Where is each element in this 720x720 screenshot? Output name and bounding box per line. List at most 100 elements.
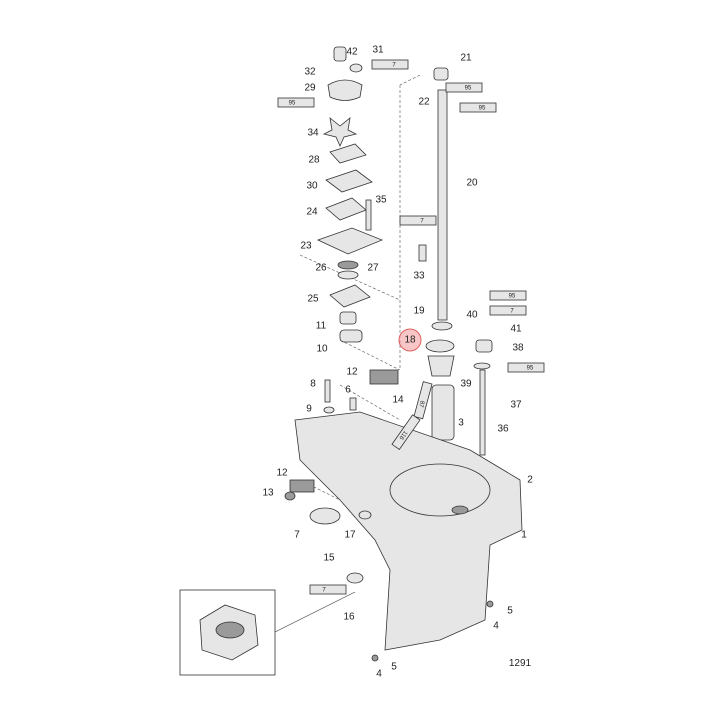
sealant-tube: 7 — [399, 215, 437, 226]
callout-4[interactable]: 4 — [493, 621, 499, 632]
fastener-5-lower — [371, 654, 379, 662]
housing-top-deck — [389, 463, 491, 517]
sealant-tube: 116 — [391, 414, 421, 451]
race-18 — [425, 339, 455, 353]
sealant-tube: 7 — [489, 305, 527, 316]
tube-label: 87 — [417, 400, 425, 409]
callout-32[interactable]: 32 — [304, 67, 316, 78]
callout-27[interactable]: 27 — [367, 263, 379, 274]
callout-40[interactable]: 40 — [466, 310, 478, 321]
seal-27 — [337, 270, 359, 280]
fastener-5 — [486, 600, 494, 608]
shift-shaft-36 — [479, 369, 486, 456]
sealant-tube: 95 — [459, 102, 497, 113]
callout-28[interactable]: 28 — [308, 155, 320, 166]
tube-label: 7 — [392, 63, 396, 69]
gasket-28 — [329, 143, 367, 164]
callout-41[interactable]: 41 — [510, 324, 522, 335]
part-12-lower — [289, 479, 315, 493]
callout-7[interactable]: 7 — [294, 530, 300, 541]
callout-20[interactable]: 20 — [466, 178, 478, 189]
inset-leader — [274, 591, 356, 633]
sealant-tube: 95 — [277, 97, 315, 108]
tube-label: 7 — [420, 219, 424, 225]
callout-14[interactable]: 14 — [392, 395, 404, 406]
callout-17[interactable]: 17 — [344, 530, 356, 541]
seal-26 — [337, 260, 359, 270]
callout-15[interactable]: 15 — [323, 553, 335, 564]
impeller — [322, 117, 358, 147]
trim-tab-7 — [309, 507, 341, 525]
part-42 — [333, 46, 347, 62]
nut-13 — [284, 491, 296, 501]
callout-12-lower[interactable]: 12 — [276, 468, 288, 479]
part-nut — [349, 63, 363, 73]
callout-37[interactable]: 37 — [510, 400, 522, 411]
callout-36[interactable]: 36 — [497, 424, 509, 435]
pin-6 — [349, 397, 357, 411]
gasket-24 — [325, 197, 367, 221]
callout-8[interactable]: 8 — [310, 379, 316, 390]
callout-21[interactable]: 21 — [460, 53, 472, 64]
alignment-lines — [299, 74, 421, 371]
nut-15 — [346, 572, 364, 584]
callout-34[interactable]: 34 — [307, 128, 319, 139]
tube-label: 7 — [322, 588, 326, 594]
callout-29[interactable]: 29 — [304, 83, 316, 94]
callout-16[interactable]: 16 — [343, 612, 355, 623]
bushing-38 — [475, 339, 493, 353]
callout-23[interactable]: 23 — [300, 241, 312, 252]
callout-25[interactable]: 25 — [307, 294, 319, 305]
base-23 — [316, 227, 384, 255]
pump-housing — [327, 79, 363, 101]
callout-5[interactable]: 5 — [507, 606, 513, 617]
sealant-tube: 95 — [507, 362, 545, 373]
bearing — [427, 355, 455, 377]
callout-22[interactable]: 22 — [418, 97, 430, 108]
callout-10[interactable]: 10 — [316, 344, 328, 355]
callout-31[interactable]: 31 — [372, 45, 384, 56]
callout-33[interactable]: 33 — [413, 271, 425, 282]
part-12-upper — [369, 369, 399, 385]
bushing-11 — [339, 311, 357, 325]
sealant-tube: 87 — [413, 381, 433, 420]
o-ring-19 — [431, 321, 453, 331]
callout-24[interactable]: 24 — [306, 207, 318, 218]
callout-39[interactable]: 39 — [460, 379, 472, 390]
inset-nut-hole — [215, 621, 245, 639]
diagram-number: 1291 — [509, 658, 532, 669]
callout-9[interactable]: 9 — [306, 404, 312, 415]
callout-5-lower[interactable]: 5 — [391, 662, 397, 673]
callout-6[interactable]: 6 — [345, 385, 351, 396]
callout-11[interactable]: 11 — [316, 321, 327, 332]
bushing-10 — [339, 329, 363, 343]
washer-9 — [323, 406, 335, 414]
screw-35 — [365, 199, 372, 231]
tube-label: 7 — [510, 309, 514, 315]
sealant-tube: 95 — [489, 290, 527, 301]
callout-30[interactable]: 30 — [306, 181, 318, 192]
callout-3[interactable]: 3 — [458, 418, 464, 429]
callout-4-lower[interactable]: 4 — [376, 669, 382, 680]
callout-13[interactable]: 13 — [262, 488, 274, 499]
callout-2[interactable]: 2 — [527, 475, 533, 486]
callout-19[interactable]: 19 — [413, 306, 425, 317]
callout-12[interactable]: 12 — [346, 367, 358, 378]
callout-18-highlighted[interactable]: 18 — [404, 335, 416, 346]
callout-1[interactable]: 1 — [521, 530, 527, 541]
callout-labels[interactable]: 42 31 32 21 22 29 34 28 30 35 24 20 23 3… — [262, 45, 533, 680]
tube-label: 95 — [289, 101, 296, 107]
gasket-25 — [329, 284, 371, 308]
callout-35[interactable]: 35 — [375, 195, 387, 206]
highlight-marker — [398, 328, 422, 352]
part-21 — [433, 67, 449, 81]
key-33 — [418, 244, 427, 262]
plate-30 — [325, 169, 373, 193]
callout-38[interactable]: 38 — [512, 343, 524, 354]
tube-label: 116 — [397, 429, 408, 441]
callout-42[interactable]: 42 — [346, 47, 358, 58]
sealant-tube: 7 — [371, 59, 409, 70]
callout-26[interactable]: 26 — [315, 263, 327, 274]
